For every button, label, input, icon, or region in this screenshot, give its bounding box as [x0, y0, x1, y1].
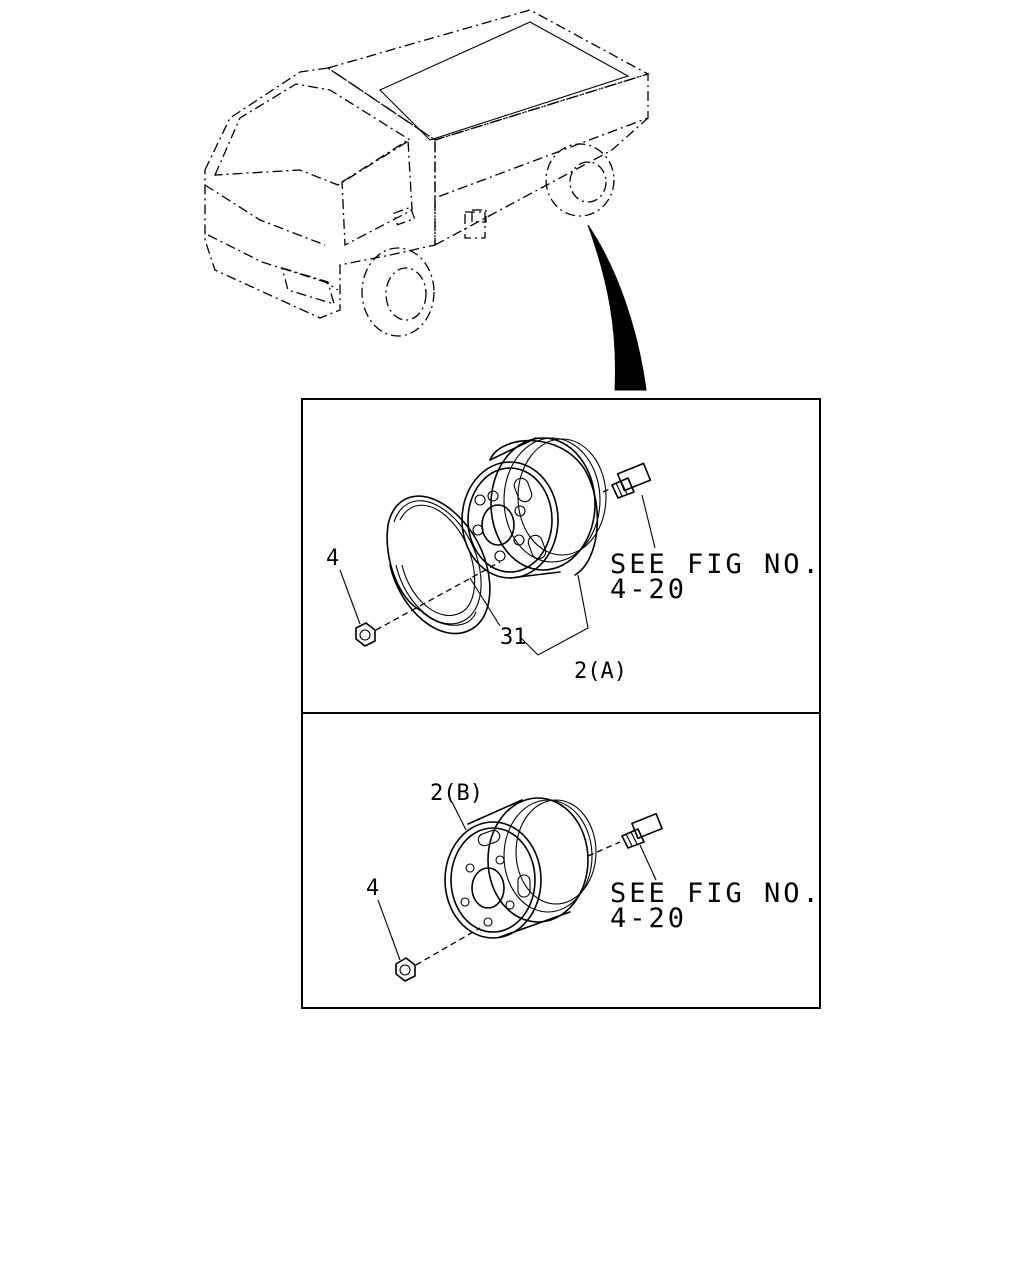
label-nut-b: 4: [366, 876, 379, 901]
truck-illustration: [204, 9, 650, 337]
hub-bolt-b: [587, 812, 663, 857]
see-fig-top-line2: 4-20: [610, 574, 687, 605]
wheel-nut-b: [395, 927, 481, 982]
wheel-nut-a: [355, 561, 501, 647]
hub-bolt-a: [602, 462, 652, 499]
leader-bolt-b: [639, 844, 657, 881]
leader-wheel-a: [519, 574, 589, 656]
side-ring: [386, 495, 491, 635]
label-wheel-b: 2(B): [430, 781, 483, 806]
label-wheel-a: 2(A): [574, 659, 627, 684]
leader-bolt-a: [641, 494, 656, 549]
leader-nut-b: [377, 899, 401, 961]
see-fig-bottom-line1: SEE FIG NO.: [610, 878, 822, 909]
leader-ring: [469, 577, 501, 627]
wheel-rim-b: [444, 797, 597, 939]
leader-wheel-b: [451, 801, 467, 831]
pointer-arrow: [587, 224, 647, 391]
label-ring: 31: [500, 625, 527, 650]
wheel-rim-a: [461, 437, 607, 579]
see-fig-top-line1: SEE FIG NO.: [610, 549, 822, 580]
leader-nut-a: [339, 569, 361, 625]
label-nut-a: 4: [326, 546, 339, 571]
bottom-detail-panel: [301, 712, 821, 1009]
see-fig-bottom-line2: 4-20: [610, 903, 687, 934]
